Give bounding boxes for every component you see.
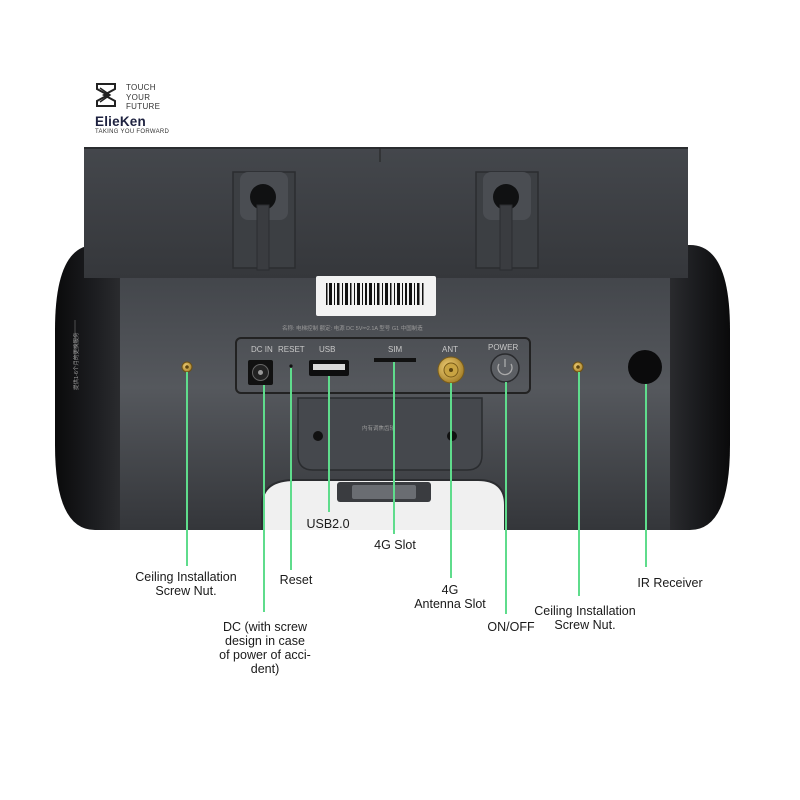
port-text-sim: SIM <box>388 345 403 354</box>
port-text-dc: DC IN <box>251 345 273 354</box>
ir-receiver-window <box>628 350 662 384</box>
tagline-line: TOUCH <box>126 83 156 92</box>
callout-dc: DC (with screw design in case of power o… <box>219 620 311 676</box>
sim-slot <box>374 358 416 362</box>
brand-subtitle: TAKING YOU FORWARD <box>95 129 170 135</box>
callout-ceiling-nut-left: Ceiling Installation Screw Nut. <box>135 570 237 598</box>
ceiling-screw-nut-right <box>572 361 584 373</box>
callout-on-off: ON/OFF <box>487 620 535 634</box>
leader-line <box>450 383 452 578</box>
svg-text:提供1-6个月的更换服务: 提供1-6个月的更换服务 <box>72 332 80 390</box>
barcode-lines <box>326 283 424 305</box>
tagline-line: FUTURE <box>126 102 161 111</box>
port-text-usb: USB <box>319 345 335 354</box>
leader-line <box>290 368 292 570</box>
port-text-reset: RESET <box>278 345 305 354</box>
lens-cover-plate: 内有调焦齿轮 <box>297 397 483 471</box>
port-text-power: POWER <box>488 343 518 352</box>
antenna-connector <box>437 356 465 384</box>
callout-reset: Reset <box>279 573 313 587</box>
leader-line <box>393 362 395 534</box>
leader-line <box>578 372 580 596</box>
dc-jack <box>248 360 273 385</box>
barcode-sticker: 名称: 电梯控制 额定: 电源 DC 5V⎓2.1A 型号 G1 中国制造 <box>282 276 436 332</box>
callout-ceiling-nut-right: Ceiling Installation Screw Nut. <box>534 604 636 632</box>
callout-usb: USB2.0 <box>306 517 350 531</box>
port-panel: DC IN RESET USB SIM ANT POWER <box>235 337 531 394</box>
callout-4g-antenna: 4G Antenna Slot <box>414 583 486 611</box>
leader-line <box>263 385 265 612</box>
leader-line <box>505 382 507 614</box>
left-end-cap <box>55 245 120 530</box>
callout-ir-receiver: IR Receiver <box>637 576 703 590</box>
mounting-bracket <box>84 147 688 278</box>
ceiling-screw-nut-left <box>181 361 193 373</box>
usb-port <box>309 360 349 376</box>
power-button <box>490 353 520 383</box>
tagline-line: YOUR <box>126 92 151 102</box>
reset-pinhole <box>289 364 293 368</box>
leader-line <box>645 384 647 567</box>
port-text-ant: ANT <box>442 345 458 354</box>
brand-tagline: TOUCH YOUR FUTURE <box>126 83 160 112</box>
brand-name: ElieKen <box>95 114 146 129</box>
brand-logo-icon <box>96 83 116 107</box>
leader-line <box>328 376 330 512</box>
callout-4g-slot: 4G Slot <box>374 538 416 552</box>
device-photo: 提供1-6个月的更换服务 <box>55 147 730 530</box>
right-end-cap <box>670 245 730 530</box>
leader-line <box>186 372 188 566</box>
svg-text:名称: 电梯控制 额定: 电源 DC 5V⎓2.1A 型: 名称: 电梯控制 额定: 电源 DC 5V⎓2.1A 型号 G1 中国制造 <box>282 324 423 332</box>
plate-text: 内有调焦齿轮 <box>362 424 396 432</box>
